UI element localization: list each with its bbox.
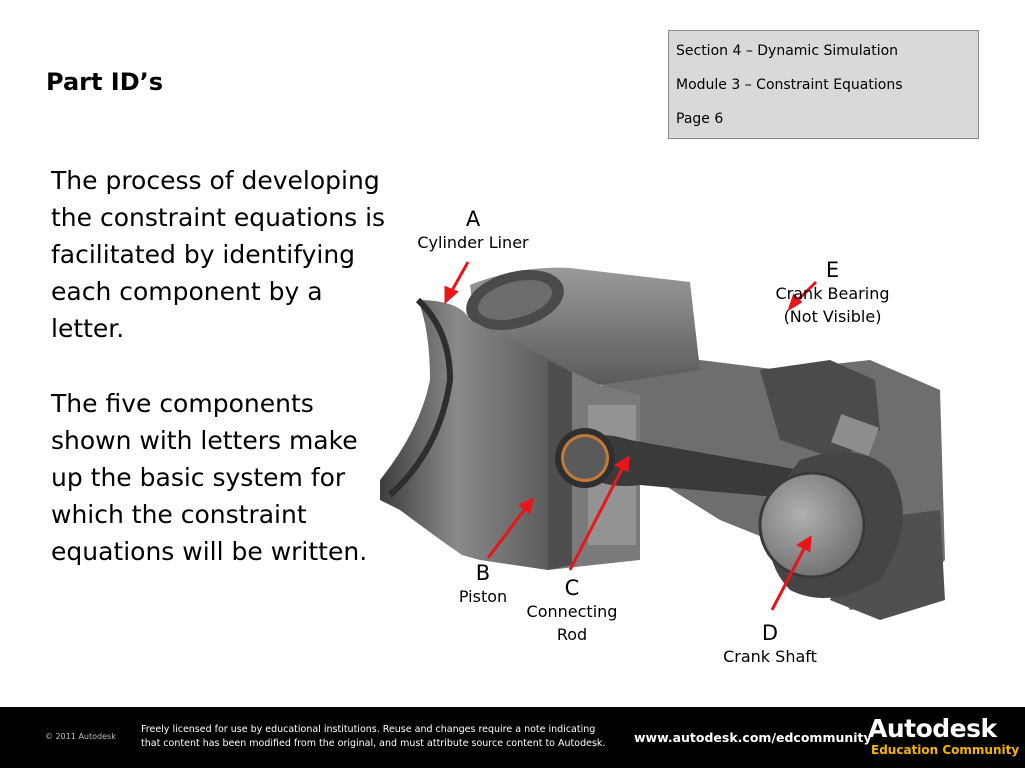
license-text: Freely licensed for use by educational i… [141,723,621,751]
label-b-letter: B [475,561,491,585]
label-e-name: Crank Bearing [775,284,890,303]
arrow-d [770,544,808,611]
arrow-b [486,504,530,559]
label-d: D Crank Shaft [720,621,820,668]
engine-assembly-illustration [380,261,945,620]
crank-shaft-shape [758,471,866,579]
license-line-2: that content has been modified from the … [141,738,606,749]
components-paragraph: The five components shown with letters m… [51,389,368,566]
edcommunity-link[interactable]: www.autodesk.com/edcommunity [634,730,872,745]
intro-paragraph: The process of developing the constraint… [51,166,386,343]
cylinder-top-shape [466,267,700,385]
module-label: Module 3 – Constraint Equations [676,77,903,93]
arrow-a [448,261,470,295]
label-b-name: Piston [458,587,508,606]
label-d-name: Crank Shaft [723,647,817,666]
label-a-name: Cylinder Liner [417,233,529,252]
slide-title: Part ID’s [46,68,164,96]
arrow-c-head [613,455,630,473]
label-d-letter: D [761,621,779,645]
arrow-b-head [518,497,535,515]
label-c-name-2: Rod [556,625,588,644]
label-c: C Connecting Rod [522,576,622,646]
label-e: E Crank Bearing (Not Visible) [770,258,895,328]
page-label: Page 6 [676,111,724,127]
footer-bar: © 2011 Autodesk Freely licensed for use … [0,707,1025,768]
label-c-name: Connecting [526,602,618,621]
arrow-d-head [795,535,812,553]
license-line-1: Freely licensed for use by educational i… [141,724,596,735]
label-b: B Piston [453,561,513,608]
copyright-text: © 2011 Autodesk [45,732,116,741]
education-community-label: Education Community [871,743,1020,757]
autodesk-logo: Autodesk [868,714,997,743]
label-a: A Cylinder Liner [414,207,532,254]
cylinder-liner-shape [380,297,550,570]
pointer-arrows [444,261,818,611]
label-e-note: (Not Visible) [783,307,882,326]
section-info-box: Section 4 – Dynamic Simulation Module 3 … [668,30,979,139]
label-c-letter: C [564,576,580,600]
arrow-a-head [444,285,459,305]
label-a-letter: A [465,207,481,231]
arrow-c [568,464,626,571]
section-label: Section 4 – Dynamic Simulation [676,43,899,59]
label-e-letter: E [825,258,840,282]
arrow-e-head [787,293,803,312]
